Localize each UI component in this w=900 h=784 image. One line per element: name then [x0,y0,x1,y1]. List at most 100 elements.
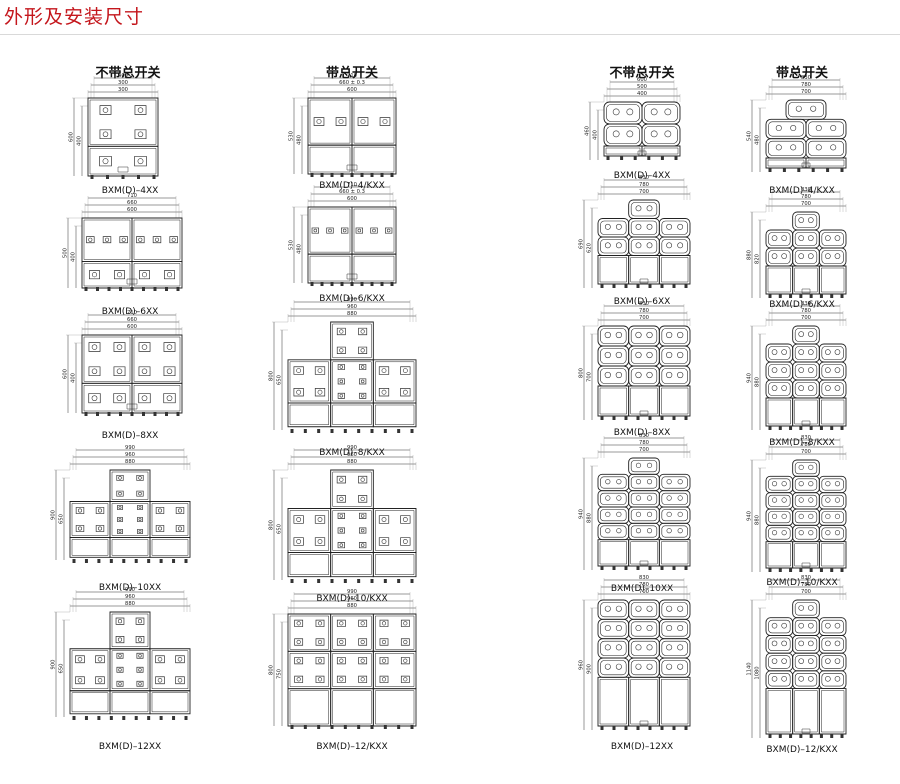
model-label: BXM(D)–4XX [101,186,159,196]
dimension-label: 880 [347,311,357,317]
dimension-label: 800 [269,520,275,530]
model-label: BXM(D)–6XX [613,297,671,307]
dimension-label: 650 [277,524,283,534]
dimension-label: 940 [747,511,753,521]
dimension-label: 880 [755,515,761,525]
model-label: BXM(D)–4/KXX [769,186,835,196]
dimension-label: 600 [127,324,137,330]
dimension-label: 700 [587,372,593,382]
dimension-label: 960 [579,660,585,670]
model-label: BXM(D)–12XX [98,742,162,752]
model-label: BXM(D)–8/KXX [319,448,385,458]
dimension-label: 1140 [747,662,753,675]
dimension-label: 880 [755,377,761,387]
dimension-label: 660 [127,200,137,206]
dimension-label: 1080 [755,666,761,679]
dimension-label: 780 [639,182,649,188]
dimension-label: 960 [125,594,135,600]
dimension-label: 620 [587,243,593,253]
dimension-label: 530 [289,240,295,250]
model-label: BXM(D)–10XX [98,583,162,593]
dimension-label: 530 [289,131,295,141]
model-label: BXM(D)–8XX [613,428,671,438]
model-label: BXM(D)–10/KXX [766,578,838,588]
dimension-label: 660 [127,317,137,323]
dimension-label: 820 [755,254,761,264]
model-label: BXM(D)–4XX [613,171,671,181]
dimension-label: 480 [297,244,303,254]
dimension-label: 880 [125,601,135,607]
dimension-label: 700 [639,315,649,321]
dimension-label: 650 [59,664,65,674]
dimension-label: 750 [277,669,283,679]
dimension-label: 700 [801,449,811,455]
dimension-label: 780 [639,440,649,446]
dimension-label: 540 [747,131,753,141]
dimension-label: 780 [639,308,649,314]
dimension-label: 900 [587,664,593,674]
model-label: BXM(D)–12/KXX [316,742,388,752]
dimension-label: 460 [585,126,591,136]
dimension-label: 600 [347,87,357,93]
dimension-label: 400 [71,252,77,262]
dimension-label: 940 [747,373,753,383]
model-label: BXM(D)–10XX [610,584,674,594]
dimension-label: 600 [127,207,137,213]
model-label: BXM(D)–8XX [101,431,159,441]
dimension-label: 300 [118,87,128,93]
dimension-label: 500 [637,84,647,90]
page-title: 外形及安装尺寸 [4,6,145,28]
dimension-label: 900 [51,660,57,670]
dimension-label: 880 [347,459,357,465]
dimension-label: 800 [269,665,275,675]
dimension-label: 700 [801,589,811,595]
dimension-label: 480 [755,135,761,145]
dimension-label: 800 [579,368,585,378]
dimension-label: 400 [77,136,83,146]
dimension-label: 990 [125,445,135,451]
model-label: BXM(D)–6/KXX [319,294,385,304]
dimension-label: 880 [747,250,753,260]
dimension-label: 690 [579,239,585,249]
model-label: BXM(D)–8/KXX [769,438,835,448]
model-label: BXM(D)–10/KXX [316,594,388,604]
dimension-label: 600 [347,196,357,202]
dimension-label: 700 [639,447,649,453]
column-header-no-main-switch: 不带总开关 [95,66,161,81]
dimension-label: 700 [801,201,811,207]
dimension-label: 650 [277,375,283,385]
dimension-label: 960 [347,304,357,310]
dimension-label: 600 [69,132,75,142]
